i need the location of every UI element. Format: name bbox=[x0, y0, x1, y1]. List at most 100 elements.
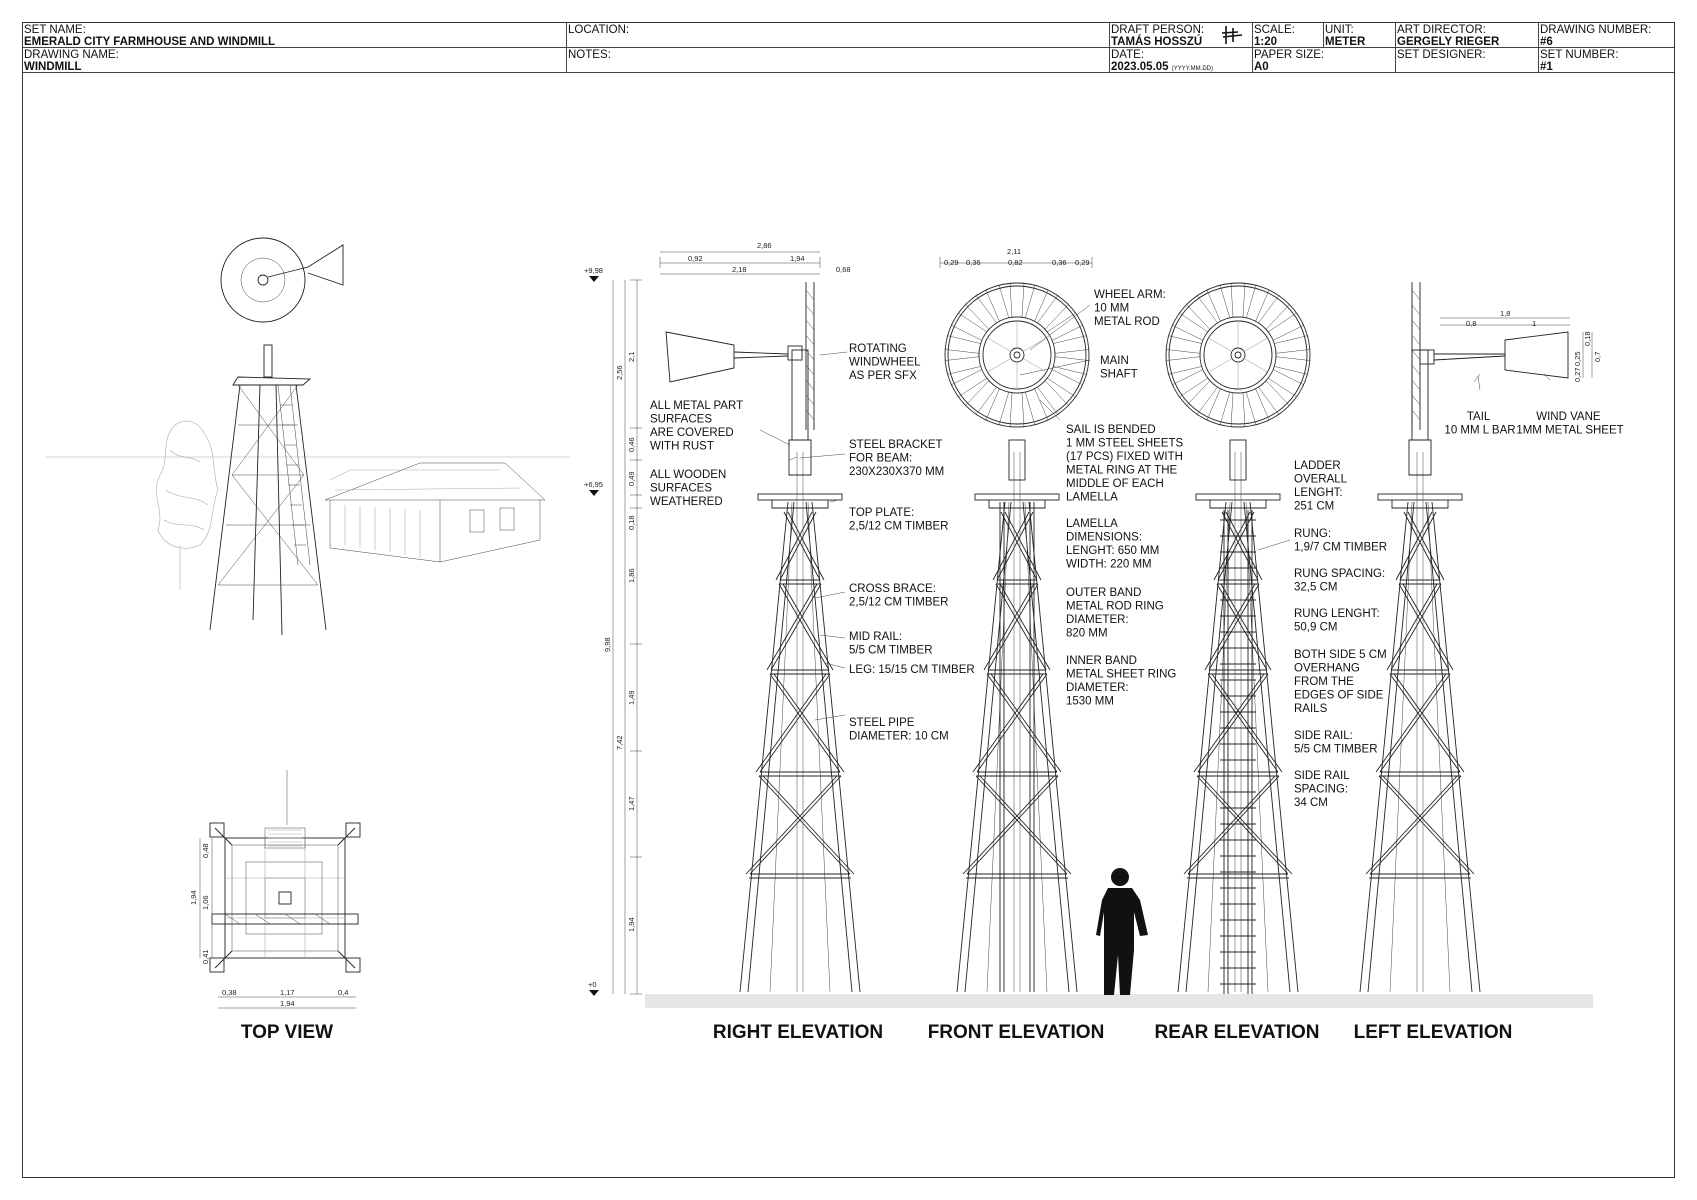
wheel-blade bbox=[1047, 369, 1084, 398]
wheel-blade bbox=[1037, 380, 1069, 416]
wheel-arm bbox=[1243, 337, 1268, 352]
note-wheel-arm: WHEEL ARM: 10 MM METAL ROD bbox=[1094, 289, 1169, 328]
paper-size-cell: PAPER SIZE: A0 bbox=[1253, 48, 1396, 73]
wheel-blade bbox=[1009, 282, 1025, 318]
note-rung-spacing: RUNG SPACING: 32,5 CM bbox=[1294, 568, 1388, 594]
title-right-elevation: RIGHT ELEVATION bbox=[713, 1022, 883, 1043]
unit-label: UNIT: bbox=[1325, 24, 1354, 36]
note-steel-bracket: STEEL BRACKET FOR BEAM: 230X230X370 MM bbox=[849, 439, 946, 478]
wheel-blade bbox=[1206, 284, 1231, 322]
draft-person-cell: DRAFT PERSON: TAMÁS HOSSZÚ bbox=[1110, 23, 1253, 48]
art-director-cell: ART DIRECTOR: GERGELY RIEGER bbox=[1396, 23, 1539, 48]
right-elevation-drawing: 2,86 0,92 1,94 2,18 0,68 bbox=[659, 241, 861, 993]
dim-top-bottom-total: 1,94 bbox=[280, 999, 295, 1008]
drawing-name-cell: DRAWING NAME: WINDMILL bbox=[23, 48, 567, 73]
paper-size-value: A0 bbox=[1254, 61, 1269, 73]
wheel-blade bbox=[1245, 388, 1270, 426]
level-ground: +0 bbox=[588, 980, 597, 989]
dim-top-side-2: 1,06 bbox=[201, 895, 210, 910]
note-rung-length: RUNG LENGHT: 50,9 CM bbox=[1294, 608, 1383, 634]
tree-sketch bbox=[156, 420, 219, 590]
set-number-value: #1 bbox=[1540, 61, 1553, 73]
dim-top-bottom-2: 1,17 bbox=[280, 988, 295, 997]
wheel-blade bbox=[1024, 388, 1049, 426]
wheel-blade bbox=[965, 294, 997, 330]
wheel-blade bbox=[1268, 312, 1305, 341]
dim-group-1: 2,56 bbox=[615, 365, 624, 380]
wheel-blade bbox=[1186, 380, 1218, 416]
dim-vane-3: 0,27 bbox=[1573, 367, 1582, 382]
note-rotating-windwheel: ROTATING WINDWHEEL AS PER SFX bbox=[849, 343, 923, 382]
drawing-sheet: SET NAME: EMERALD CITY FARMHOUSE AND WIN… bbox=[22, 22, 1675, 1178]
wheel-arm bbox=[1208, 337, 1233, 352]
rear-windwheel bbox=[1165, 282, 1311, 428]
dim-v-2: 0,46 bbox=[627, 437, 636, 452]
wheel-arm bbox=[1022, 337, 1047, 352]
wheel-blade bbox=[1274, 335, 1311, 354]
wheel-blade bbox=[1230, 282, 1246, 318]
wheel-blade bbox=[944, 335, 981, 354]
wheel-blade bbox=[1230, 392, 1246, 428]
wheel-blade bbox=[1186, 294, 1218, 330]
wheel-blade bbox=[1053, 356, 1090, 375]
wheel-blade bbox=[1171, 369, 1208, 398]
level-marker-top bbox=[589, 276, 599, 282]
dim-right-4: 2,18 bbox=[732, 265, 747, 274]
title-front-elevation: FRONT ELEVATION bbox=[928, 1022, 1105, 1043]
note-side-rail: SIDE RAIL: 5/5 CM TIMBER bbox=[1294, 730, 1378, 756]
wheel-blade bbox=[1165, 335, 1202, 354]
wheel-blade bbox=[1245, 284, 1270, 322]
dim-front-4: 0,82 bbox=[1008, 258, 1023, 267]
left-elevation-drawing: 1,8 0,8 1 0,25 0,18 0,27 0,7 bbox=[1359, 282, 1602, 993]
dim-front-2: 0,29 bbox=[944, 258, 959, 267]
dim-v-8: 1,94 bbox=[627, 917, 636, 932]
dim-group-3: 7,42 bbox=[615, 735, 624, 750]
dim-vane-2: 0,18 bbox=[1583, 331, 1592, 346]
dim-front-6: 0,29 bbox=[1075, 258, 1090, 267]
note-mid-rail: MID RAIL: 5/5 CM TIMBER bbox=[849, 631, 933, 657]
note-top-plate: TOP PLATE: 2,5/12 CM TIMBER bbox=[849, 507, 949, 533]
set-name-label: SET NAME: bbox=[24, 24, 86, 36]
dim-left-3: 1 bbox=[1532, 319, 1536, 328]
note-leg: LEG: 15/15 CM TIMBER bbox=[849, 664, 975, 676]
title-rear-elevation: REAR ELEVATION bbox=[1154, 1022, 1319, 1043]
dim-v-3: 0,49 bbox=[627, 471, 636, 486]
wheel-blade bbox=[950, 312, 987, 341]
wheel-blade bbox=[1165, 356, 1202, 375]
farmhouse-sketch bbox=[324, 462, 546, 563]
title-top-view: TOP VIEW bbox=[241, 1022, 333, 1043]
paper-size-label: PAPER SIZE: bbox=[1254, 49, 1325, 61]
wheel-blade bbox=[944, 356, 981, 375]
art-director-label: ART DIRECTOR: bbox=[1397, 24, 1486, 36]
scale-label: SCALE: bbox=[1254, 24, 1295, 36]
draft-person-label: DRAFT PERSON: bbox=[1111, 24, 1205, 36]
note-cross-brace: CROSS BRACE: 2,5/12 CM TIMBER bbox=[849, 583, 949, 609]
dim-front-5: 0,36 bbox=[1052, 258, 1067, 267]
note-ladder: LADDER OVERALL LENGHT: 251 CM bbox=[1294, 460, 1350, 513]
location-cell: LOCATION: bbox=[567, 23, 1110, 47]
vertical-dimensions: +9,98 +6,95 +0 2,1 0,46 0,49 0,18 1,86 1… bbox=[584, 266, 642, 996]
wheel-blade bbox=[1258, 380, 1290, 416]
date-value: 2023.05.05 bbox=[1111, 61, 1169, 73]
drawing-number-cell: DRAWING NUMBER: #6 bbox=[1539, 23, 1676, 48]
level-top: +9,98 bbox=[584, 266, 603, 275]
note-side-rail-spacing: SIDE RAIL SPACING: 34 CM bbox=[1294, 770, 1352, 809]
wheel-arm bbox=[987, 358, 1012, 373]
wheel-blade bbox=[1258, 294, 1290, 330]
title-left-elevation: LEFT ELEVATION bbox=[1354, 1022, 1513, 1043]
wheel-blade bbox=[985, 388, 1010, 426]
dim-front-1: 2,11 bbox=[1007, 247, 1021, 256]
level-marker-ground bbox=[589, 990, 599, 996]
note-tail: TAIL 10 MM L BAR bbox=[1444, 411, 1515, 437]
dim-vane-4: 0,7 bbox=[1593, 352, 1602, 362]
level-mid: +6,95 bbox=[584, 480, 603, 489]
wheel-arm bbox=[1243, 358, 1268, 373]
dim-v-6: 1,49 bbox=[627, 690, 636, 705]
note-rung: RUNG: 1,9/7 CM TIMBER bbox=[1294, 528, 1387, 554]
rear-ladder bbox=[1220, 510, 1256, 994]
scale-value: 1:20 bbox=[1254, 36, 1278, 48]
person-silhouette bbox=[1096, 868, 1148, 995]
set-number-cell: SET NUMBER: #1 bbox=[1539, 48, 1676, 73]
front-elevation-drawing: 2,11 0,29 0,36 0,82 0,36 0,29 bbox=[939, 247, 1093, 993]
art-director-value: GERGELY RIEGER bbox=[1397, 36, 1500, 48]
